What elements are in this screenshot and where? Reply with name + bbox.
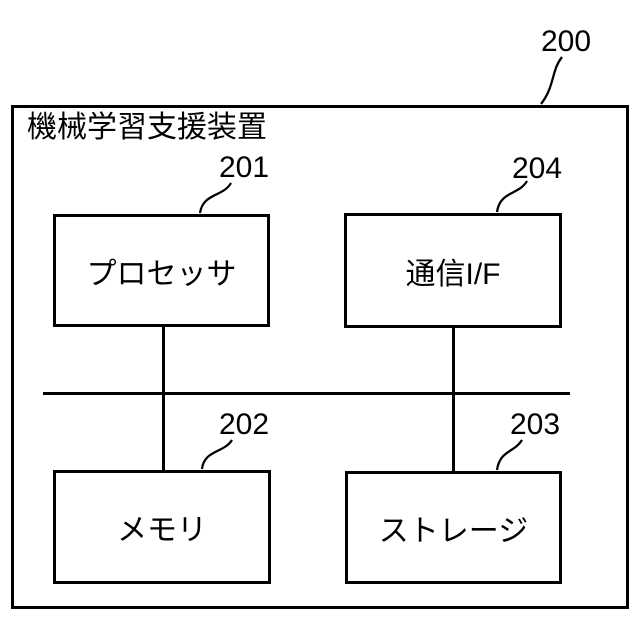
communication-interface-box: 通信I/F [344,213,562,328]
leader-line-203 [495,439,523,471]
ref-label-communication-interface: 204 [512,152,563,185]
memory-box: メモリ [53,470,271,584]
leader-line-204 [495,180,528,213]
communication-interface-label: 通信I/F [405,257,501,291]
leader-line-200 [540,56,563,105]
processor-label: プロセッサ [86,257,237,291]
ref-label-processor: 201 [219,151,270,184]
storage-label: ストレージ [378,514,529,548]
processor-box: プロセッサ [53,214,270,327]
leader-line-202 [200,439,233,470]
device-box [11,105,629,609]
ref-label-device: 200 [541,25,592,58]
device-title: 機械学習支援装置 [27,111,267,144]
ref-label-storage: 203 [510,408,561,441]
memory-label: メモリ [117,514,207,547]
storage-box: ストレージ [345,471,562,584]
leader-line-201 [198,182,232,214]
ref-label-memory: 202 [219,408,270,441]
